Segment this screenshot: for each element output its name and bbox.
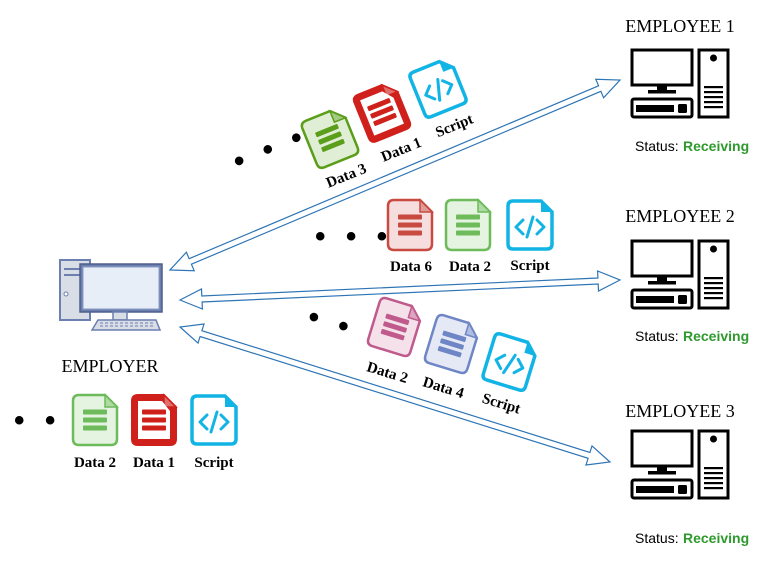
employee-1-computer-icon	[630, 48, 730, 119]
transfer-3-packet-label: Script	[480, 391, 522, 418]
transfer-2-packet-label: Data 2	[449, 259, 491, 275]
employer-queue-label: Data 2	[74, 455, 116, 471]
arrow-employer-employee3	[178, 323, 612, 466]
employee-1-status-value: Receiving	[683, 138, 749, 154]
transfer-1-packet-label: Data 1	[379, 135, 424, 166]
employee-3-status-label: Status:	[635, 530, 679, 546]
employer-queue-label: Data 1	[133, 455, 175, 471]
transfer-1-document-icon	[300, 109, 360, 170]
employer-queue-document-icon	[131, 393, 178, 446]
employee-1-status-label: Status:	[635, 138, 679, 154]
transfer-1-packet-label: Script	[433, 112, 475, 142]
employer-queue-label: Script	[194, 455, 233, 471]
employee-2-computer-icon	[630, 239, 730, 310]
transfer-3-script-icon	[481, 331, 537, 393]
employee-2-status-label: Status:	[635, 328, 679, 344]
employer-queue-script-icon	[190, 394, 238, 446]
transfer-3-packet-label: Data 2	[365, 359, 410, 387]
transfer-2-document-icon	[444, 198, 492, 252]
transfer-2-script-icon	[506, 199, 554, 251]
transfer-3-document-icon	[423, 313, 479, 375]
employee-3-label: EMPLOYEE 3	[625, 401, 735, 421]
employee-3-status-value: Receiving	[683, 530, 749, 546]
transfer-1-document-icon	[352, 83, 412, 143]
transfer-1-script-icon	[408, 59, 468, 119]
employer-label: EMPLOYER	[61, 356, 158, 376]
employer-computer-icon	[59, 259, 163, 331]
transfer-2-ellipsis: • • •	[315, 220, 393, 253]
employer-queue-document-icon	[71, 393, 119, 447]
transfer-2-packet-label: Script	[510, 258, 549, 274]
transfer-3-document-icon	[366, 296, 422, 358]
transfer-3-packet-label: Data 4	[421, 374, 466, 402]
employee-2-status-value: Receiving	[683, 328, 749, 344]
employee-3-computer-icon	[630, 429, 730, 500]
transfer-1-ellipsis: • • •	[228, 119, 313, 179]
transfer-2-document-icon	[386, 198, 434, 252]
employee-1-label: EMPLOYEE 1	[625, 16, 735, 36]
transfer-2-packet-label: Data 6	[390, 259, 433, 275]
employee-2-label: EMPLOYEE 2	[625, 206, 735, 226]
arrow-employer-employee1	[168, 78, 622, 272]
arrow-employer-employee2	[178, 270, 622, 310]
